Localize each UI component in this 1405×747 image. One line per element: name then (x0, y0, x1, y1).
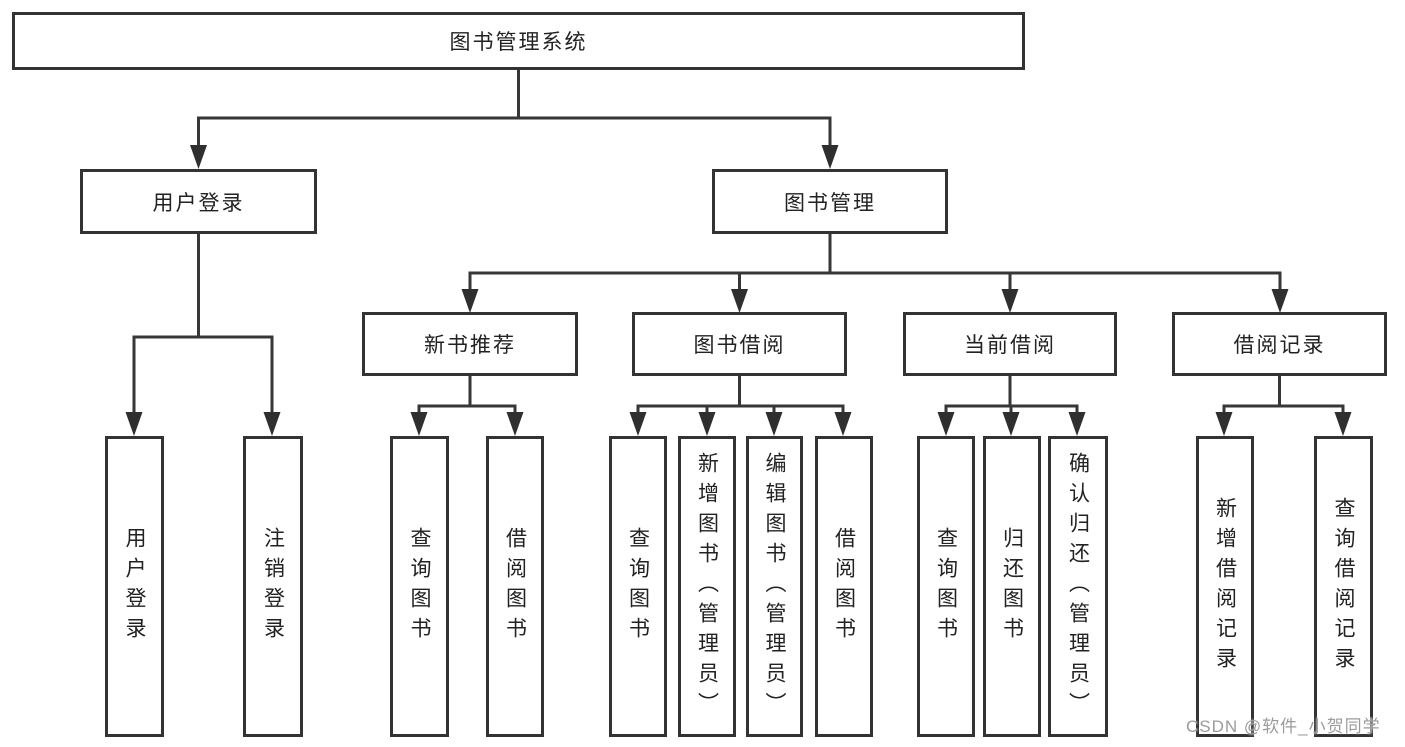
leaf-records-query-label: 查询借阅记录 (1332, 496, 1355, 677)
node-current-borrow: 当前借阅 (903, 312, 1117, 376)
leaf-borrow-query-label: 查询图书 (626, 526, 650, 647)
leaf-logout-label: 注销登录 (261, 526, 285, 647)
node-borrow-records: 借阅记录 (1172, 312, 1387, 376)
leaf-newbook-query: 查询图书 (390, 436, 449, 737)
leaf-current-query: 查询图书 (917, 436, 975, 737)
leaf-current-return-label: 归还图书 (1000, 526, 1024, 647)
connector-paths (132, 70, 1345, 414)
node-book-borrow: 图书借阅 (632, 312, 847, 376)
leaf-current-query-label: 查询图书 (934, 526, 958, 647)
node-book-mgmt: 图书管理 (712, 169, 948, 234)
node-user-login-label: 用户登录 (152, 191, 245, 215)
leaf-borrow-edit: 编辑图书（管理员） (746, 436, 803, 737)
leaf-borrow-borrow-label: 借阅图书 (832, 526, 856, 647)
leaf-records-add: 新增借阅记录 (1196, 436, 1254, 737)
leaf-borrow-edit-label: 编辑图书（管理员） (763, 451, 786, 722)
leaf-user-login: 用户登录 (105, 436, 164, 737)
leaf-borrow-add-label: 新增图书（管理员） (695, 451, 719, 722)
leaf-newbook-borrow-label: 借阅图书 (503, 526, 527, 647)
node-user-login: 用户登录 (80, 169, 317, 234)
node-root-label: 图书管理系统 (449, 31, 588, 54)
leaf-user-login-label: 用户登录 (123, 526, 146, 647)
node-new-book-rec-label: 新书推荐 (424, 334, 516, 357)
leaf-records-add-label: 新增借阅记录 (1213, 496, 1237, 677)
leaf-borrow-query: 查询图书 (609, 436, 667, 737)
leaf-newbook-query-label: 查询图书 (408, 526, 431, 647)
node-book-borrow-label: 图书借阅 (693, 334, 786, 357)
csdn-watermark: CSDN @软件_小贺同学 (1186, 717, 1381, 736)
leaf-records-query: 查询借阅记录 (1314, 436, 1373, 737)
leaf-borrow-borrow: 借阅图书 (815, 436, 873, 737)
node-current-borrow-label: 当前借阅 (964, 334, 1056, 357)
arrowheads (125, 145, 1352, 436)
node-borrow-records-label: 借阅记录 (1233, 334, 1326, 357)
node-root: 图书管理系统 (12, 12, 1025, 70)
leaf-logout: 注销登录 (243, 436, 303, 737)
node-book-mgmt-label: 图书管理 (784, 191, 876, 215)
leaf-newbook-borrow: 借阅图书 (486, 436, 544, 737)
leaf-current-return: 归还图书 (983, 436, 1041, 737)
leaf-borrow-add: 新增图书（管理员） (678, 436, 736, 737)
node-new-book-rec: 新书推荐 (362, 312, 578, 376)
leaf-current-confirm-label: 确认归还（管理员） (1066, 451, 1090, 722)
leaf-current-confirm: 确认归还（管理员） (1048, 436, 1108, 737)
